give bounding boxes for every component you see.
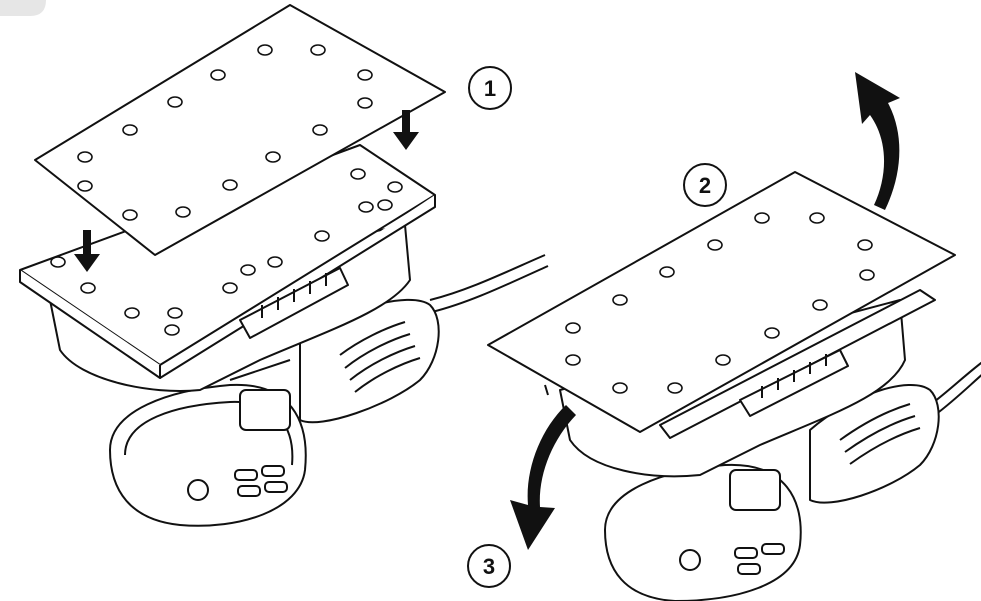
step-1-number: 1	[484, 76, 496, 101]
step-2-number: 2	[699, 173, 711, 198]
corner-tab	[0, 0, 46, 16]
arrow-down-icon	[393, 110, 419, 150]
right-sander	[487, 171, 981, 601]
arrow-down-icon	[74, 230, 100, 272]
step-3-number: 3	[483, 554, 495, 579]
step-1-badge: 1	[468, 66, 512, 110]
step-2-badge: 2	[683, 163, 727, 207]
arrow-curved-up-icon	[855, 72, 900, 210]
step-3-badge: 3	[467, 544, 511, 588]
left-sander	[19, 4, 549, 527]
arrow-curved-down-icon	[510, 405, 576, 550]
